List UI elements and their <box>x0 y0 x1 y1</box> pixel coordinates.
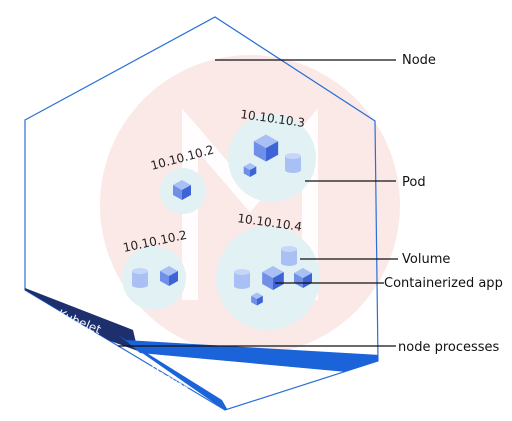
pod-10-10-10-4: 10.10.10.4 <box>216 211 320 330</box>
cylinder-icon <box>285 153 301 173</box>
pod-label: Pod <box>402 175 426 190</box>
node-label: Node <box>402 53 436 68</box>
node-hexagon <box>24 16 379 411</box>
node-processes-label: node processes <box>398 340 500 355</box>
pod-10-10-10-2-left: 10.10.10.2 <box>122 228 188 310</box>
cylinder-icon <box>281 246 297 266</box>
pod-10-10-10-3: 10.10.10.3 <box>228 107 316 202</box>
docker-band <box>125 340 378 375</box>
containerized-app-label: Containerized app <box>384 276 503 291</box>
cylinder-icon <box>132 268 148 288</box>
volume-label: Volume <box>402 252 450 267</box>
kubelet-band <box>25 288 138 351</box>
cylinder-icon <box>234 269 250 289</box>
callout-lines <box>118 59 398 347</box>
